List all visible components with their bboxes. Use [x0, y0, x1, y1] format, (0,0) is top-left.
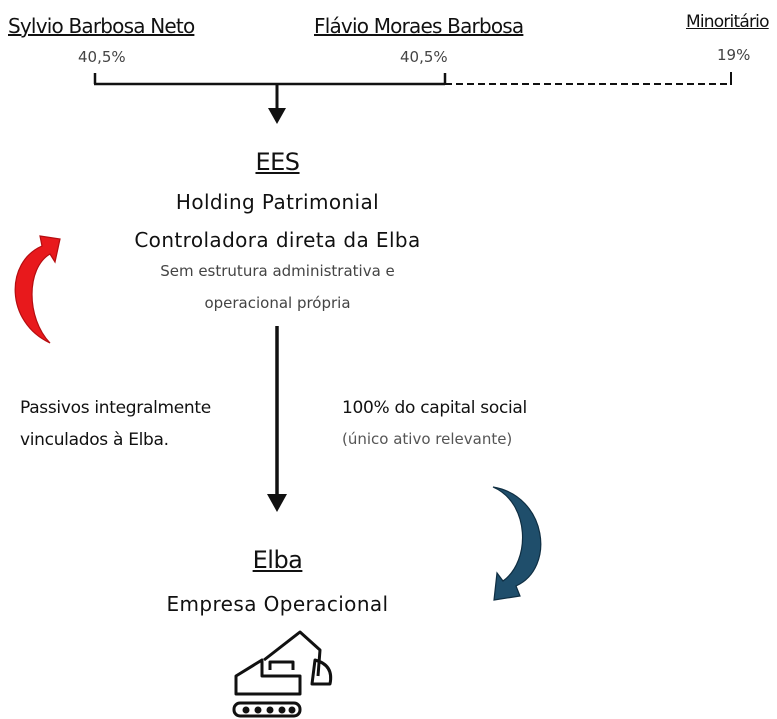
- shareholder-minoritario-name: Minoritário: [686, 12, 769, 32]
- elba-title: Elba: [252, 546, 303, 574]
- excavator-icon: [232, 630, 333, 718]
- arrow-to-elba: [267, 326, 287, 512]
- shareholder-sylvio-name: Sylvio Barbosa Neto: [8, 14, 195, 38]
- arrow-to-ees: [268, 84, 286, 124]
- ees-line-holding: Holding Patrimonial: [175, 190, 380, 214]
- curved-arrow-up-icon: [14, 235, 61, 344]
- ees-note-1: Sem estrutura administrativa e: [160, 262, 395, 280]
- left-note-line-2: vinculados à Elba.: [20, 430, 169, 450]
- shareholder-sylvio-pct: 40,5%: [78, 48, 126, 66]
- ees-line-controladora: Controladora direta da Elba: [134, 228, 421, 252]
- shareholder-minoritario-pct: 19%: [717, 46, 751, 64]
- elba-subtitle: Empresa Operacional: [166, 592, 389, 616]
- right-note-line-1: 100% do capital social: [342, 398, 527, 418]
- curved-arrow-down-icon: [492, 486, 542, 601]
- shareholder-flavio-pct: 40,5%: [400, 48, 448, 66]
- left-note-line-1: Passivos integralmente: [20, 398, 211, 418]
- shareholder-flavio-name: Flávio Moraes Barbosa: [314, 14, 524, 38]
- ees-note-2: operacional própria: [204, 294, 351, 312]
- ownership-bracket: [93, 72, 732, 86]
- ees-title: EES: [255, 148, 300, 176]
- right-note-line-2: (único ativo relevante): [342, 430, 513, 448]
